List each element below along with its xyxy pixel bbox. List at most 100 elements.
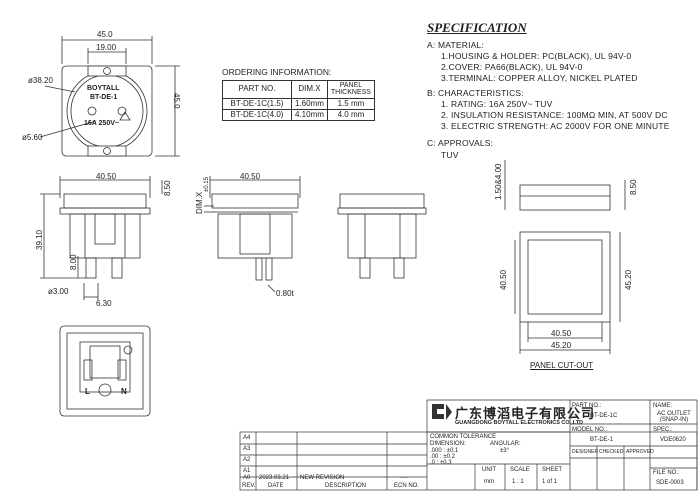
front-rating-mark: 16A 250V~: [84, 120, 119, 127]
file-no-value: SDE-0003: [656, 480, 684, 486]
rev-a3: A3: [243, 446, 251, 452]
unit-value: mm: [484, 479, 494, 485]
rev-a0: A0: [243, 475, 251, 481]
rev-a0-date: 2023.03.21: [259, 475, 290, 481]
model-no-value: BT-DE-1: [590, 437, 614, 443]
mid-dim-x: DIM.X: [195, 191, 204, 214]
name-value: AC OUTLET (SNAP-IN): [657, 411, 691, 423]
name-label: NAME:: [653, 403, 673, 409]
desc-col-header: DESCRIPTION: [325, 483, 367, 489]
company-name-cn: 广东博滔电子有限公司: [455, 406, 596, 421]
spec-title: SPECIFICATION: [427, 20, 527, 35]
spec-char-line: 2. INSULATION RESISTANCE: 100MΩ MIN, AT …: [441, 110, 668, 120]
cutout-inner-w: 40.50: [551, 329, 572, 338]
rev-col-header: REV.: [242, 483, 256, 489]
front-height-dim: 45.0: [172, 93, 181, 109]
spec-material-line: 1.HOUSING & HOLDER: PC(BLACK), UL 94V-0: [441, 51, 632, 61]
ordering-header: PANEL THICKNESS: [326, 80, 375, 99]
cutout-right-top-dim: 8.50: [629, 179, 638, 195]
tol-title: COMMON TOLERANCE: [430, 434, 497, 440]
rev-a2: A2: [243, 457, 251, 463]
bottom-view: [59, 325, 151, 417]
rev-a0-desc: NEW REVISION: [300, 475, 345, 481]
spec-approvals: TUV: [441, 150, 459, 160]
rev-a0-ecn: ----: [400, 475, 408, 481]
ordering-title: ORDERING INFORMATION:: [222, 67, 332, 77]
mid-width-dim: 40.50: [240, 172, 261, 181]
part-no-value: BT-DE-1C: [590, 413, 618, 419]
ordering-header: PART NO.: [222, 80, 292, 99]
front-model-mark: BT-DE-1: [90, 94, 118, 101]
left-pin-dim: 8.00: [69, 254, 78, 270]
company-logo-mark: [432, 404, 452, 420]
checked-label: CHECKED: [599, 449, 624, 455]
ordering-header-row: PART NO. DIM.X PANEL THICKNESS: [222, 80, 375, 99]
spec-value: VDE0620: [660, 437, 686, 443]
front-hole-dim: ø5.60: [22, 133, 43, 142]
tol-dimension: DIMENSION:: [430, 441, 466, 447]
front-width-dim: 45.0: [97, 30, 113, 39]
cutout-label: PANEL CUT-OUT: [530, 361, 594, 370]
unit-label: UNIT: [482, 467, 496, 473]
designer-label: DESIGNER: [572, 449, 599, 455]
title-block-grid: [239, 399, 698, 491]
ordering-header: DIM.X: [291, 80, 328, 99]
tol-row: .00 : ±0.2: [430, 454, 455, 460]
ordering-cell: BT-DE-1C(4.0): [222, 109, 292, 122]
left-side-view: [40, 176, 163, 300]
mid-tolerance: ±0.15: [204, 177, 210, 192]
tol-row: .0 : ±0.3: [430, 460, 452, 466]
ordering-cell: 4.10mm: [291, 109, 328, 122]
ordering-table: PART NO. DIM.X PANEL THICKNESS BT-DE-1C(…: [222, 80, 375, 122]
approved-label: APPROVED: [626, 449, 654, 455]
rev-a1: A1: [243, 468, 251, 474]
spec-approvals-head: C: APPROVALS:: [427, 138, 494, 148]
right-side-view: [337, 193, 427, 279]
spec-char-line: 3. ELECTRIC STRENGTH: AC 2000V FOR ONE M…: [441, 121, 670, 131]
file-no-label: FILE NO.:: [653, 470, 680, 476]
rev-a4: A4: [243, 435, 251, 441]
left-height-dim: 39.10: [35, 229, 44, 250]
sheet-value: 1 of 1: [542, 479, 558, 485]
sheet-label: SHEET: [542, 467, 563, 473]
tol-angular: ANGULAR:: [490, 441, 521, 447]
front-brand: BOYTALL: [87, 85, 120, 92]
ecn-col-header: ECN NO.: [394, 483, 420, 489]
front-view: [39, 36, 180, 157]
middle-side-view: [204, 176, 301, 293]
scale-value: 1 : 1: [512, 479, 524, 485]
ordering-cell: 1.60mm: [291, 97, 328, 111]
model-no-label: MODEL NO.:: [572, 427, 608, 433]
spec-char-line: 1. RATING: 16A 250V~ TUV: [441, 99, 553, 109]
left-pin-pitch: 6.30: [96, 299, 112, 308]
cutout-top-dim: 1.50&4.00: [494, 163, 503, 200]
cutout-outer-h: 45.20: [624, 269, 633, 290]
spec-material-head: A: MATERIAL:: [427, 40, 485, 50]
ordering-cell: BT-DE-1C(1.5): [222, 97, 292, 111]
ordering-cell: 4.0 mm: [326, 109, 375, 122]
spec-label: SPEC.:: [653, 427, 673, 433]
date-col-header: DATE: [268, 483, 284, 489]
table-row: BT-DE-1C(1.5) 1.60mm 1.5 mm: [222, 97, 375, 111]
bottom-label-n: N: [121, 387, 127, 396]
spec-char-head: B: CHARACTERISTICS:: [427, 88, 524, 98]
scale-label: SCALE: [510, 467, 530, 473]
mid-pin-dim: 0.80t: [276, 289, 294, 298]
part-no-label: PART NO.:: [572, 403, 602, 409]
tol-angular-val: ±3°: [500, 448, 510, 454]
front-circle-dim: ø38.20: [28, 76, 53, 85]
left-width-dim: 40.50: [96, 172, 117, 181]
panel-cutout-drawing: [504, 160, 626, 354]
cutout-inner-h: 40.50: [499, 269, 508, 290]
front-inner-dim: 19.00: [96, 43, 117, 52]
bottom-label-l: L: [85, 387, 90, 396]
cutout-outer-w: 45.20: [551, 341, 572, 350]
left-top-dim: 8.50: [163, 180, 172, 196]
ordering-cell: 1.5 mm: [326, 97, 375, 111]
company-name-en: GUANGDONG BOYTALL ELECTRONICS CO.,LTD: [455, 420, 584, 426]
spec-material-line: 2.COVER: PA66(BLACK), UL 94V-0: [441, 62, 583, 72]
spec-material-line: 3.TERMINAL: COPPER ALLOY, NICKEL PLATED: [441, 73, 638, 83]
table-row: BT-DE-1C(4.0) 4.10mm 4.0 mm: [222, 109, 375, 122]
